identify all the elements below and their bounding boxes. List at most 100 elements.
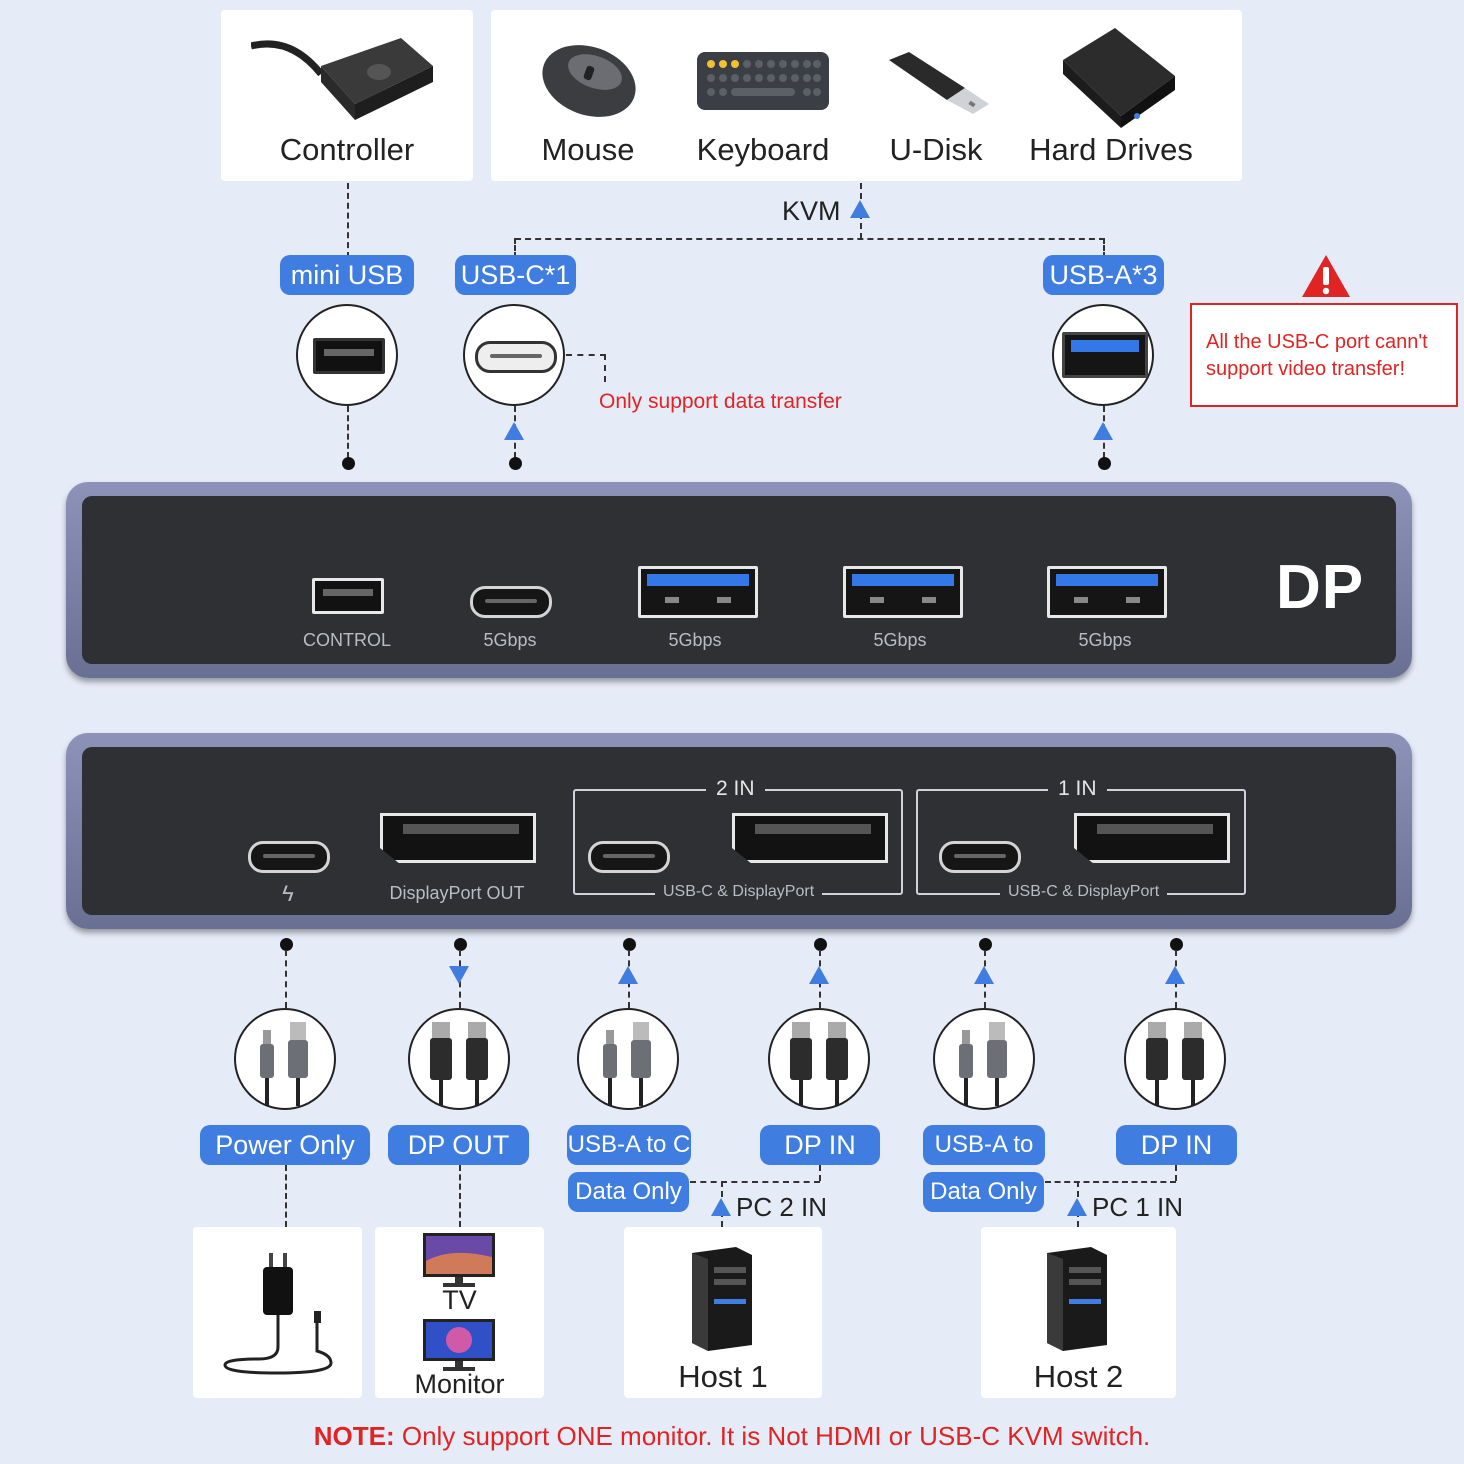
pc2-in-label: PC 2 IN — [736, 1192, 828, 1222]
dp2-arrow-up — [809, 966, 829, 984]
power-port — [248, 841, 330, 873]
input-1-usb-c-port — [939, 841, 1021, 873]
kvm-bus-line — [515, 238, 1105, 240]
usb-a-pill: USB-A*3 — [1043, 255, 1164, 295]
input-2-caption: USB-C & DisplayPort — [655, 883, 823, 901]
power-only-pill: Power Only — [200, 1125, 370, 1165]
pc1-arrow-up — [1067, 1198, 1087, 1216]
dp-out-cable-circle — [408, 1008, 510, 1110]
front-usb-a-speed-1: 5Gbps — [668, 630, 722, 650]
kvm-label: KVM — [782, 196, 841, 226]
front-face: CONTROL 5Gbps 5Gbps 5Gbps 5Gbps DP — [82, 496, 1396, 664]
warning-box: All the USB-C port cann't support video … — [1190, 303, 1458, 407]
dp-cable-icon — [790, 1022, 848, 1106]
front-usb-c-speed: 5Gbps — [483, 630, 537, 650]
power-line-top — [285, 950, 287, 1008]
usb2-data-only-pill: Data Only — [568, 1172, 689, 1212]
controller-label: Controller — [279, 132, 415, 167]
dp2-dot — [814, 938, 827, 951]
mini-usb-dot — [342, 457, 355, 470]
mini-usb-icon — [313, 338, 385, 374]
controller-card: Controller — [221, 10, 473, 181]
usb-a-to-c-cable-icon — [959, 1022, 1007, 1106]
power-symbol: ϟ — [282, 881, 294, 906]
usb-a-dot — [1098, 457, 1111, 470]
front-usb-a-port-2 — [843, 566, 963, 618]
display-card: TV Monitor — [375, 1227, 544, 1399]
input-1-dp-port — [1074, 813, 1230, 863]
warning-line-1: All the USB-C port cann't — [1206, 331, 1428, 353]
usb1-cable-circle — [933, 1008, 1035, 1110]
usb2-arrow-up — [618, 966, 638, 984]
input-1-caption: USB-C & DisplayPort — [1000, 883, 1168, 901]
warning-icon — [1302, 255, 1350, 297]
control-port — [312, 578, 384, 614]
usb-c-dot — [509, 457, 522, 470]
power-line-bottom — [285, 1165, 287, 1227]
host1-pc-icon — [692, 1247, 752, 1351]
usb2-cable-circle — [577, 1008, 679, 1110]
usbc-note: Only support data transfer — [599, 390, 842, 413]
dp-cable-icon — [430, 1022, 488, 1106]
dp-out-dot — [454, 938, 467, 951]
dp1-dot — [1170, 938, 1183, 951]
kvm-right-drop — [1103, 238, 1105, 258]
front-usb-a-speed-3: 5Gbps — [1078, 630, 1132, 650]
pc2-arrow-up — [711, 1198, 731, 1216]
udisk-label: U-Disk — [889, 132, 983, 167]
controller-line — [347, 183, 349, 258]
power-adapter-icon — [223, 1253, 333, 1375]
controller-image — [251, 38, 433, 120]
dp-out-line-bottom — [459, 1165, 461, 1227]
front-usb-a-port-3 — [1047, 566, 1167, 618]
dp1-line-bottom — [1175, 1165, 1177, 1181]
dp1-in-pill: DP IN — [1116, 1125, 1237, 1165]
usb1-dot — [979, 938, 992, 951]
tv-icon — [423, 1233, 495, 1287]
kvm-front-panel: CONTROL 5Gbps 5Gbps 5Gbps 5Gbps DP — [66, 482, 1412, 678]
kvm-rear-panel: ϟ DisplayPort OUT 2 IN USB-C & DisplayPo… — [66, 733, 1412, 929]
input-2-title: 2 IN — [706, 777, 765, 801]
usb2-dot — [623, 938, 636, 951]
input-1-title: 1 IN — [1048, 777, 1107, 801]
usb-a-icon — [1062, 332, 1148, 378]
power-dot — [280, 938, 293, 951]
usbc-note-line — [566, 354, 606, 356]
mini-usb-pill: mini USB — [280, 255, 414, 295]
usb2-type-pill: USB-A to C — [567, 1125, 691, 1165]
hard-drives-label: Hard Drives — [1029, 132, 1193, 167]
dp-cable-icon — [1146, 1022, 1204, 1106]
usb-c-port-zoom — [463, 304, 565, 406]
keyboard-image — [697, 52, 829, 110]
host1-label: Host 1 — [678, 1359, 768, 1394]
usb-c-arrow-up — [504, 422, 524, 440]
dp1-cable-circle — [1124, 1008, 1226, 1110]
usb1-data-only-pill: Data Only — [923, 1172, 1044, 1212]
kvm-arrow-up — [850, 200, 870, 218]
front-usb-c-port — [470, 586, 552, 618]
monitor-icon — [423, 1319, 495, 1371]
dp2-line-bottom — [819, 1165, 821, 1181]
control-port-label: CONTROL — [302, 630, 391, 650]
dp1-arrow-up — [1165, 966, 1185, 984]
usb-a-arrow-up — [1093, 422, 1113, 440]
host1-card: Host 1 — [624, 1227, 822, 1398]
dp2-cable-circle — [768, 1008, 870, 1110]
footer-note: NOTE: Only support ONE monitor. It is No… — [0, 1421, 1464, 1452]
input-2-usb-c-port — [588, 841, 670, 873]
mouse-label: Mouse — [541, 132, 635, 167]
power-cable-circle — [234, 1008, 336, 1110]
kvm-left-drop — [514, 238, 516, 258]
host2-card: Host 2 — [981, 1227, 1176, 1398]
keyboard-label: Keyboard — [696, 132, 830, 167]
dp-out-arrow-down — [449, 966, 469, 984]
mini-usb-port-zoom — [296, 304, 398, 406]
host2-label: Host 2 — [1033, 1359, 1124, 1394]
usb-a-to-c-cable-icon — [260, 1022, 308, 1106]
mini-usb-drop — [347, 406, 349, 458]
usb1-arrow-up — [974, 966, 994, 984]
tv-label: TV — [442, 1285, 477, 1315]
note-prefix: NOTE: — [313, 1421, 395, 1451]
usb-c-pill: USB-C*1 — [455, 255, 576, 295]
front-usb-a-port-1 — [638, 566, 758, 618]
